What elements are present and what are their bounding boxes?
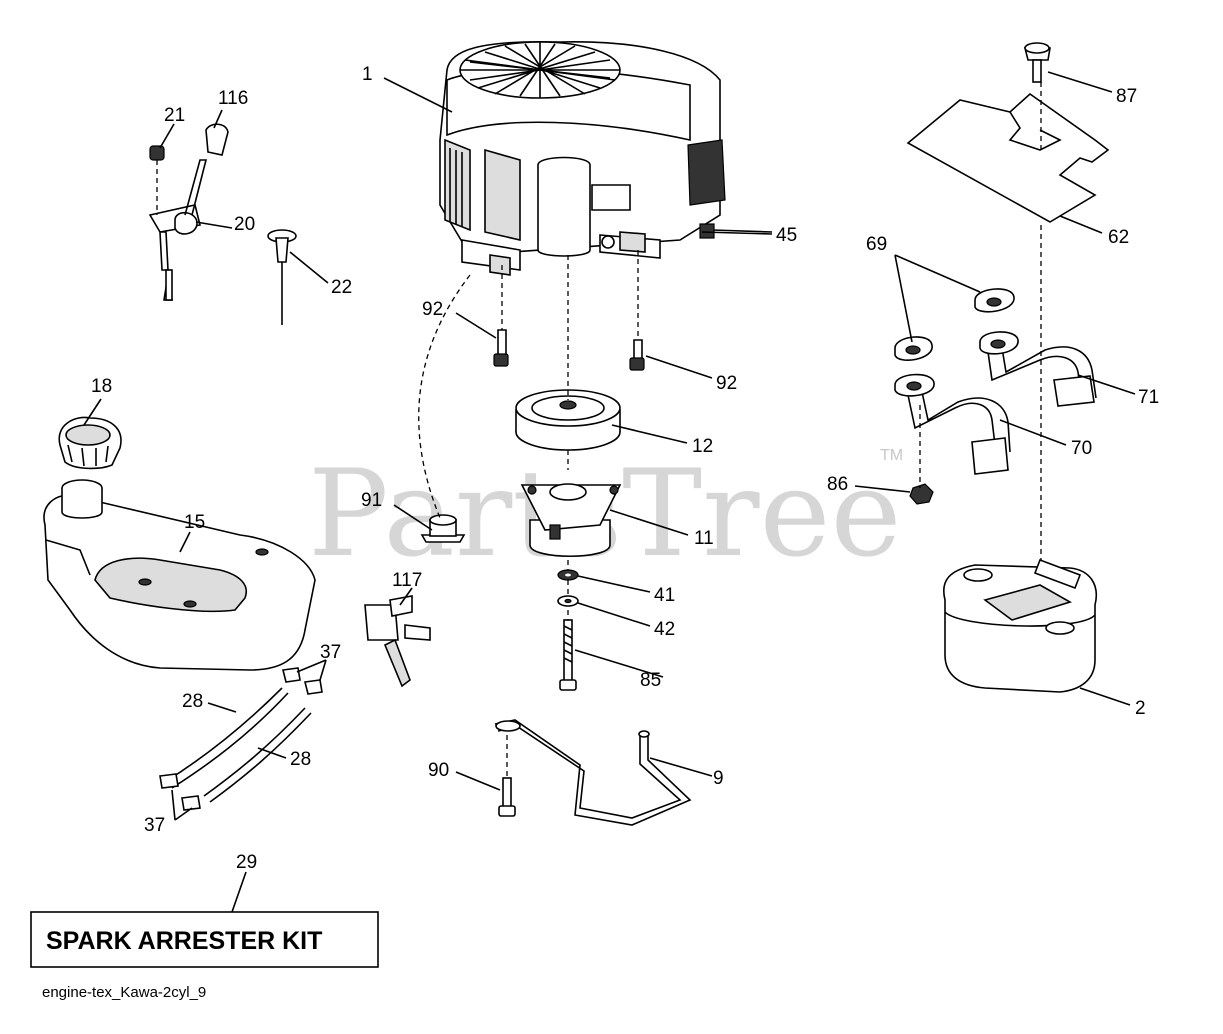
clutch-11-part[interactable]	[520, 483, 622, 557]
leader-lines	[83, 71, 1136, 913]
spark-arrester-kit-box[interactable]: SPARK ARRESTER KIT	[30, 911, 379, 968]
callout-69: 69	[866, 234, 887, 255]
callout-15: 15	[184, 512, 205, 533]
callout-12: 12	[692, 436, 713, 457]
gasket-69-part[interactable]	[894, 288, 1019, 397]
hose-clamp-37-lower[interactable]	[159, 773, 201, 811]
callout-62: 62	[1108, 227, 1129, 248]
fuel-hose-28-lower[interactable]	[203, 707, 312, 803]
callout-29: 29	[236, 852, 257, 873]
nut-86-part[interactable]	[909, 483, 934, 505]
callout-28-upper: 28	[182, 691, 203, 712]
fuel-hose-28-upper[interactable]	[164, 687, 289, 789]
callout-87: 87	[1116, 86, 1137, 107]
callout-90: 90	[428, 760, 449, 781]
callout-21: 21	[164, 105, 185, 126]
callout-71: 71	[1138, 387, 1159, 408]
right-centerline	[919, 225, 1042, 560]
washer-42-part[interactable]	[557, 595, 579, 607]
callout-37-lower: 37	[144, 815, 165, 836]
knob-116-part[interactable]	[205, 123, 229, 156]
bolt-21-part[interactable]	[149, 145, 165, 215]
bolt-92-left[interactable]	[493, 265, 509, 367]
callout-22: 22	[331, 277, 352, 298]
heat-shield-62-part[interactable]	[906, 92, 1110, 223]
exhaust-pipe-70-part[interactable]	[907, 391, 1011, 475]
plug-22-part[interactable]	[267, 229, 297, 325]
callout-9: 9	[713, 768, 724, 789]
callout-45: 45	[776, 225, 797, 246]
callout-117: 117	[392, 570, 422, 591]
callout-91: 91	[361, 490, 382, 511]
callout-labels: 1 116 21 20 22 45 92 92 87 62 69 71 70 1…	[91, 64, 1159, 873]
callout-85: 85	[640, 670, 661, 691]
dipstick-part[interactable]	[699, 223, 773, 239]
bolt-90-part[interactable]	[498, 735, 516, 817]
callout-70: 70	[1071, 438, 1092, 459]
watermark-tm: TM	[880, 447, 903, 464]
callout-86: 86	[827, 474, 848, 495]
callout-18: 18	[91, 376, 112, 397]
bolt-92-right[interactable]	[629, 250, 645, 371]
callout-41: 41	[654, 585, 675, 606]
callout-37-upper: 37	[320, 642, 341, 663]
spark-arrester-kit-label: SPARK ARRESTER KIT	[46, 927, 322, 955]
callout-1: 1	[362, 64, 373, 85]
exhaust-pipe-71-part[interactable]	[987, 346, 1097, 407]
bolt-87-part[interactable]	[1023, 42, 1051, 150]
callout-42: 42	[654, 619, 675, 640]
fuel-cap-18-part[interactable]	[58, 416, 122, 470]
valve-117-part[interactable]	[364, 595, 431, 688]
callout-2: 2	[1135, 698, 1146, 719]
hose-clamp-37-upper[interactable]	[282, 667, 323, 695]
diagram-reference: engine-tex_Kawa-2cyl_9	[42, 984, 206, 1001]
washer-41-part[interactable]	[557, 569, 579, 581]
throttle-control-part[interactable]	[148, 159, 208, 301]
muffler-2-part[interactable]	[943, 558, 1097, 693]
fuel-tank-15-part[interactable]	[43, 479, 316, 671]
callout-92-left: 92	[422, 299, 443, 320]
bolt-85-part[interactable]	[559, 619, 577, 691]
callout-20: 20	[234, 214, 255, 235]
spacer-91-part[interactable]	[418, 274, 471, 543]
callout-11: 11	[694, 528, 714, 549]
callout-28-lower: 28	[290, 749, 311, 770]
engine-part[interactable]	[439, 40, 726, 276]
callout-116: 116	[218, 88, 248, 109]
bracket-9-part[interactable]	[494, 719, 692, 826]
callout-92-right: 92	[716, 373, 737, 394]
